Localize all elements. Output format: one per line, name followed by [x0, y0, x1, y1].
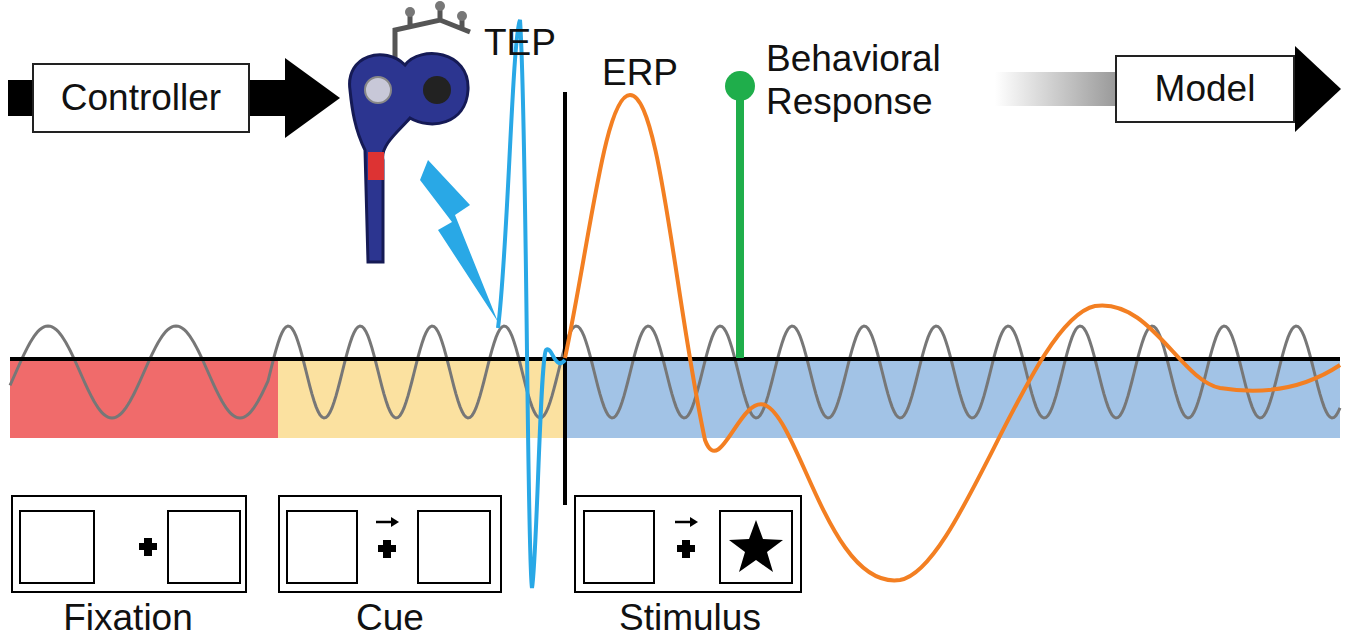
cue-arrow [376, 517, 698, 527]
process-box: Controller [32, 63, 250, 133]
box-label: Model [1155, 69, 1256, 110]
oscillation [10, 326, 1340, 418]
lightning-bolt [420, 160, 498, 322]
response-marker-dot [725, 71, 755, 101]
text-label: ERP [602, 52, 678, 95]
text-label: Behavioral Response [766, 38, 981, 123]
stimulus-onset-line [563, 92, 567, 505]
time-axis [10, 357, 1340, 361]
oscillation-line [10, 326, 1340, 418]
response-marker [736, 88, 744, 358]
erp-curve [565, 95, 1340, 580]
fixation-cross [139, 538, 695, 558]
target-star [729, 520, 783, 572]
text-label: TEP [484, 22, 556, 65]
arrow-head [285, 58, 340, 138]
text-label: Fixation [63, 597, 193, 640]
tep-curve [498, 20, 565, 588]
box-label: Controller [61, 78, 221, 119]
arrow-head [1295, 46, 1341, 132]
text-label: Stimulus [619, 597, 761, 640]
stimulus-band [565, 360, 1340, 438]
task-screens [12, 496, 801, 592]
process-box: Model [1115, 55, 1295, 123]
text-label: Cue [356, 597, 424, 640]
